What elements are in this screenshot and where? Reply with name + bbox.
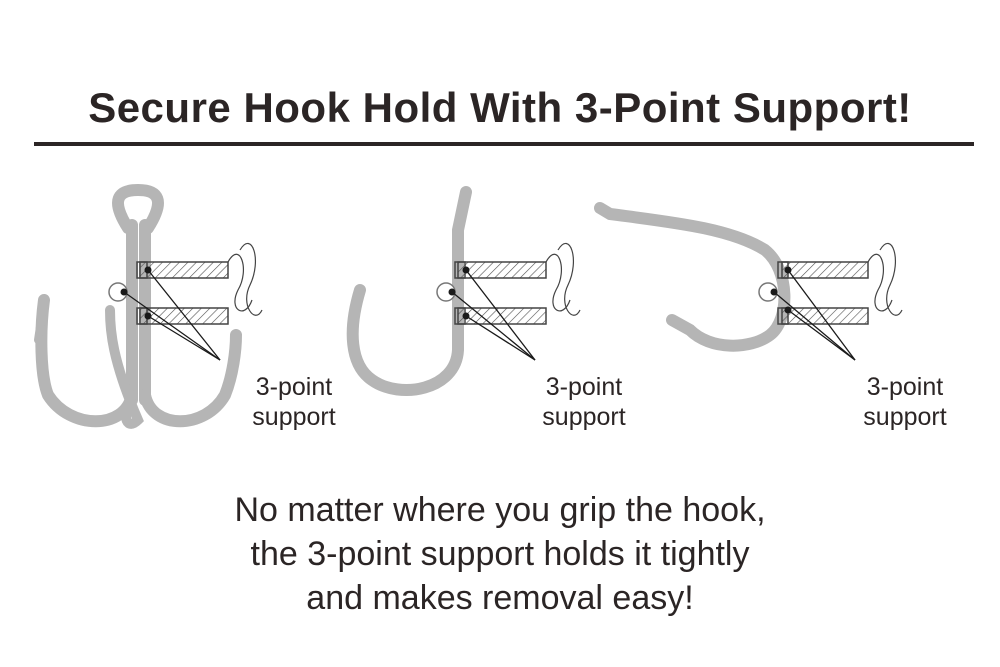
support-points-2 (436, 266, 536, 361)
caption-line-3: and makes removal easy! (306, 579, 694, 617)
caption-line-1: No matter where you grip the hook, (234, 491, 766, 529)
panel-2-label: 3-point support (533, 372, 635, 432)
plier-jaws-1 (136, 242, 263, 325)
panel-1-label-line2: support (252, 403, 336, 431)
plier-jaws-2 (454, 242, 581, 325)
panel-2-label-line2: support (542, 403, 626, 431)
caption: No matter where you grip the hook, the 3… (0, 488, 1000, 620)
single-hook-icon (346, 186, 472, 396)
panel-3-label: 3-point support (854, 372, 956, 432)
panel-1-label: 3-point support (243, 372, 345, 432)
support-points-1 (108, 266, 221, 361)
panel-1-label-line1: 3-point (255, 373, 333, 401)
panel-3-label-line1: 3-point (866, 373, 944, 401)
circle-hook-icon (594, 202, 791, 352)
plier-jaws-3 (777, 242, 903, 325)
support-points-3 (758, 266, 856, 361)
page-title: Secure Hook Hold With 3-Point Support! (88, 84, 912, 131)
treble-hook-icon (34, 183, 242, 429)
caption-line-2: the 3-point support holds it tightly (250, 535, 750, 573)
panel-2-label-line1: 3-point (545, 373, 623, 401)
panel-3-label-line2: support (863, 403, 947, 431)
title-underline (34, 142, 974, 146)
